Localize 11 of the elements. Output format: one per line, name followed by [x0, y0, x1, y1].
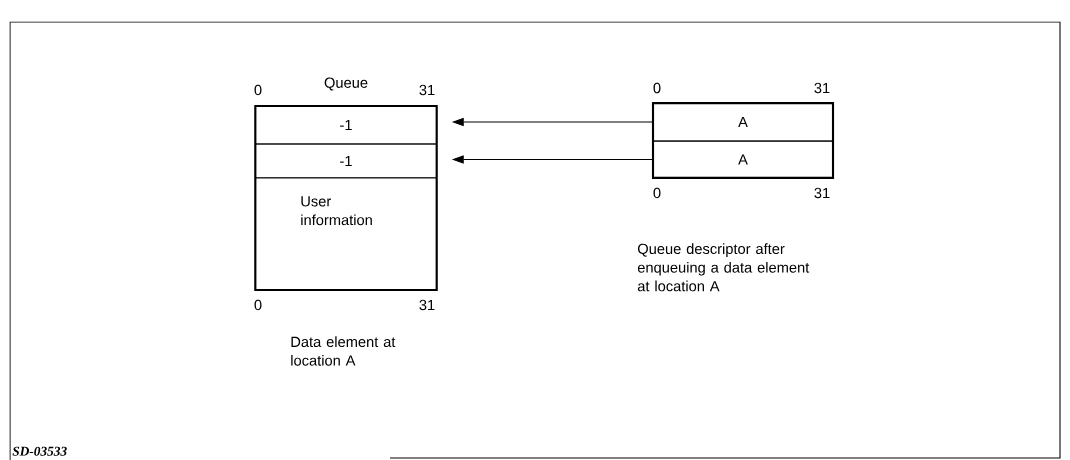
memory-cell: -1 — [254, 143, 438, 179]
figure-id: SD-03533 — [12, 446, 67, 456]
memory-cell: A — [652, 102, 834, 142]
caption: Queue descriptor after enqueuing a data element at location A — [637, 243, 810, 292]
memory-cell: A — [652, 141, 834, 178]
memory-box — [254, 104, 438, 292]
memory-box — [651, 102, 835, 179]
heading: Queue — [324, 77, 368, 91]
memory-cell: -1 — [254, 105, 438, 145]
memory-cell: User information — [254, 177, 438, 291]
caption: Data element at location A — [291, 336, 396, 366]
